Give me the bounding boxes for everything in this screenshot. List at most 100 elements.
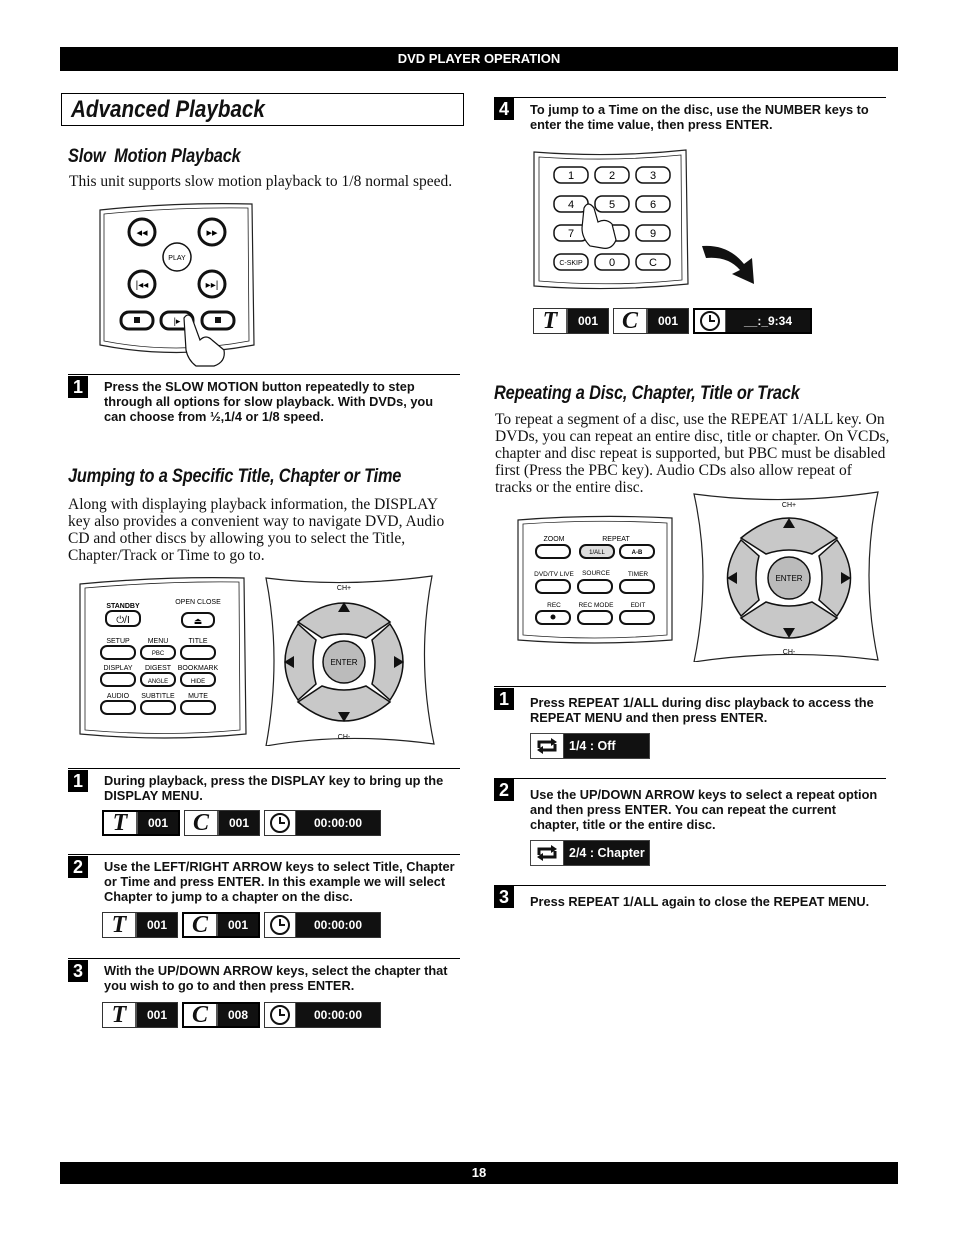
repeat-osd-2: 2/4 : Chapter — [530, 840, 650, 866]
keypad-key-c-skip[interactable] — [553, 253, 589, 271]
zoom-button[interactable] — [535, 544, 571, 559]
right-arrow-button[interactable] — [818, 538, 852, 618]
setup-button[interactable] — [100, 645, 136, 660]
repeat-step1-number: 1 — [494, 688, 514, 710]
chapter-value: 001 — [219, 811, 259, 835]
a-b-button[interactable] — [619, 544, 655, 559]
keypad-key-0[interactable] — [594, 253, 630, 271]
section-title: Advanced Playback — [71, 96, 265, 123]
keypad-key-label: 9 — [650, 228, 656, 240]
title-button[interactable] — [180, 645, 216, 660]
next-button[interactable]: ▸▸| — [197, 269, 227, 299]
source-button[interactable] — [577, 579, 613, 594]
rec-label: REC — [547, 602, 561, 609]
chapter-letter: C — [614, 308, 648, 334]
jump-step3-rule — [68, 958, 460, 959]
repeat-step2-number: 2 — [494, 779, 514, 801]
angle-label: ANGLE — [148, 679, 168, 685]
enter-button[interactable] — [767, 556, 811, 600]
repeat-icon — [537, 738, 557, 754]
stop-button[interactable] — [119, 310, 155, 331]
slow-step-text: Press the SLOW MOTION button repeatedly … — [104, 379, 434, 424]
keypad-key-label: 7 — [568, 228, 574, 240]
keypad-key-label: C-SKIP — [559, 260, 583, 267]
left-arrow-button[interactable] — [284, 622, 317, 702]
down-arrow-button[interactable] — [739, 601, 839, 639]
prev-button[interactable]: |◂◂ — [127, 269, 157, 299]
angle-button[interactable] — [140, 672, 176, 687]
play-label: PLAY — [168, 255, 186, 262]
keypad-key-1[interactable] — [553, 166, 589, 184]
repeat-step3-rule — [494, 885, 886, 886]
time-value: 00:00:00 — [296, 811, 380, 835]
repeat-body: To repeat a segment of a disc, use the R… — [495, 411, 890, 496]
up-arrow-button[interactable] — [739, 517, 839, 555]
svg-text:⏏: ⏏ — [194, 616, 203, 626]
repeat-1all-button[interactable] — [579, 544, 615, 559]
repeat-osd-2-value: 2/4 : Chapter — [564, 841, 649, 865]
clock-icon — [270, 1005, 290, 1025]
clock-icon — [270, 915, 290, 935]
left-arrow-button[interactable] — [726, 538, 760, 618]
mute-button[interactable] — [180, 700, 216, 715]
display-remote-illustration: STANDBY ⏻/I OPEN CLOSE ⏏ SETUP MENU TITL… — [79, 575, 435, 746]
play-button[interactable]: PLAY — [162, 242, 192, 272]
open-close-label: OPEN CLOSE — [175, 599, 221, 606]
audio-button[interactable] — [100, 700, 136, 715]
keypad-key-9[interactable] — [635, 224, 671, 242]
keypad-key-2[interactable] — [594, 166, 630, 184]
menu-button[interactable] — [140, 645, 176, 660]
slow-motion-body: This unit supports slow motion playback … — [69, 173, 453, 190]
keypad-key-5[interactable] — [594, 195, 630, 213]
step4-text: To jump to a Time on the disc, use the N… — [530, 102, 869, 132]
rec-mode-button[interactable] — [577, 610, 613, 625]
rewind-button[interactable]: ◂◂ — [127, 217, 157, 247]
jump-step2-text: Use the LEFT/RIGHT ARROW keys to select … — [104, 859, 455, 904]
chapter-letter: C — [185, 810, 219, 836]
bookmark-label: BOOKMARK — [178, 665, 219, 672]
digest-label: DIGEST — [145, 665, 172, 672]
enter-button[interactable] — [322, 640, 366, 684]
down-arrow-button[interactable] — [296, 685, 392, 722]
open-close-button[interactable] — [181, 612, 215, 628]
header-bar: DVD PLAYER OPERATION — [60, 47, 898, 71]
slow-step-number: 1 — [68, 376, 88, 398]
keypad-key-c[interactable] — [635, 253, 671, 271]
timer-label: TIMER — [628, 571, 649, 578]
edit-button[interactable] — [619, 610, 655, 625]
repeat-step3-number: 3 — [494, 886, 514, 908]
keypad-key-3[interactable] — [635, 166, 671, 184]
curved-arrow-icon — [702, 245, 754, 284]
title-letter: T — [534, 308, 568, 334]
timer-button[interactable] — [619, 579, 655, 594]
subtitle-button[interactable] — [140, 700, 176, 715]
ch-plus-label: CH+ — [337, 585, 351, 592]
standby-button[interactable] — [105, 610, 141, 627]
display-button[interactable] — [100, 672, 136, 687]
title-label: TITLE — [188, 638, 207, 645]
jump-step3-text: With the UP/DOWN ARROW keys, select the … — [104, 963, 448, 993]
audio-label: AUDIO — [107, 693, 130, 700]
hide-button[interactable] — [180, 672, 216, 687]
svg-text:|▸: |▸ — [174, 316, 181, 326]
up-arrow-button[interactable] — [296, 602, 392, 639]
pbc-label: PBC — [152, 651, 165, 657]
pause-button[interactable] — [200, 310, 236, 331]
repeat-osd-1-value: 1/4 : Off — [564, 734, 649, 758]
step4-rule — [494, 97, 886, 98]
right-arrow-button[interactable] — [371, 622, 404, 702]
fast-forward-button[interactable]: ▸▸ — [197, 217, 227, 247]
dvd-tv-live-label: DVD/TV LIVE — [534, 571, 574, 578]
dvd-tv-live-button[interactable] — [535, 579, 571, 594]
subtitle-label: SUBTITLE — [141, 693, 175, 700]
section-title-box: Advanced Playback — [61, 93, 464, 126]
keypad-key-6[interactable] — [635, 195, 671, 213]
step4-number: 4 — [494, 98, 514, 120]
repeat-step1-rule — [494, 686, 886, 687]
keypad-key-label: 6 — [650, 199, 656, 211]
